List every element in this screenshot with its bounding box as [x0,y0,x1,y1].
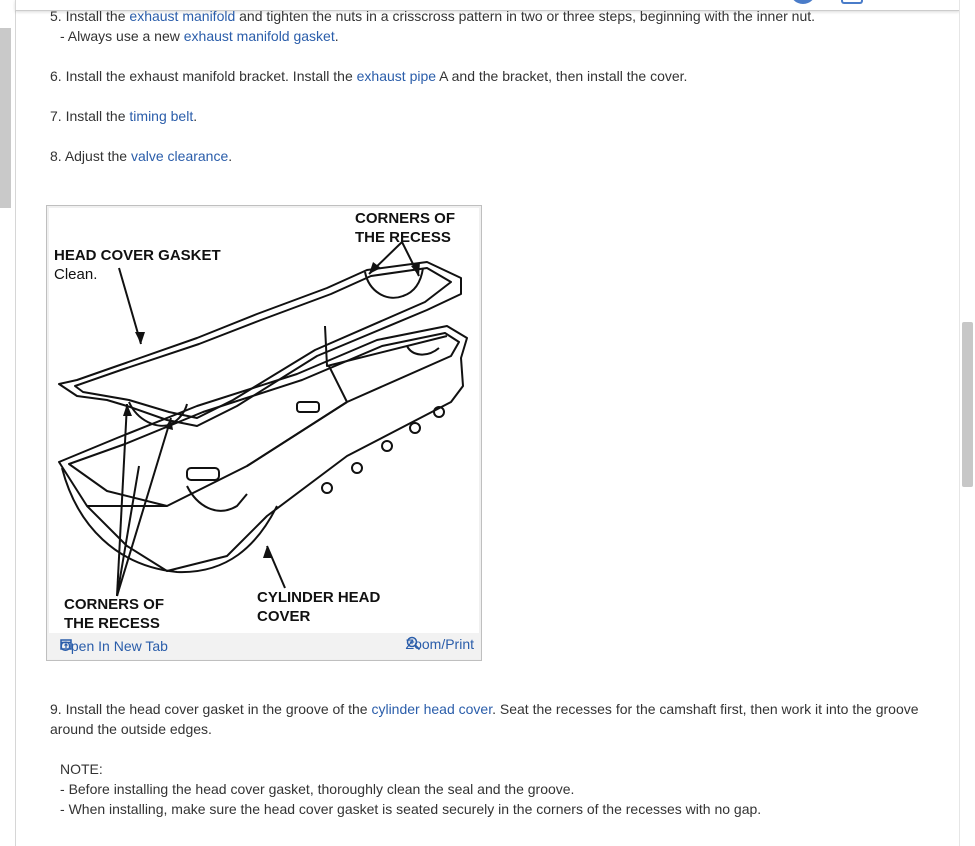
step-6: 6. Install the exhaust manifold bracket.… [50,68,688,84]
step-9: 9. Install the head cover gasket in the … [50,701,919,737]
arrow-corners-bottom-3 [116,465,140,597]
step-7: 7. Install the timing belt. [50,108,198,124]
note-item: - Before installing the head cover gaske… [60,781,575,797]
link-exhaust-pipe[interactable]: exhaust pipe [356,68,437,84]
scrollbar-thumb[interactable] [962,322,973,487]
left-scroll-thumb[interactable] [0,28,11,208]
step-5-subitem: - Always use a new exhaust manifold gask… [60,28,339,44]
new-tab-icon [60,639,72,650]
cover-bolt [351,462,363,474]
label-cylinder-head-cover: CYLINDER HEAD COVER [257,589,381,625]
cover-depth-line [324,325,448,403]
gasket-outer [58,261,462,427]
gasket-slot [296,401,320,413]
link-timing-belt[interactable]: timing belt [129,108,194,124]
cover-curved-wall [61,467,278,574]
arrow-gasket [118,267,142,345]
note-title: NOTE: [60,761,103,777]
note-block: NOTE: - Before installing the head cover… [60,759,761,819]
label-corners-bottom: CORNERS OF THE RECESS [64,596,165,632]
arrow-corners-bottom-1 [116,403,128,597]
label-corners-top: CORNERS OF THE RECESS [355,210,456,246]
figure-toolbar: Open In New Tab Zoom/Print [48,633,480,659]
note-item: - When installing, make sure the head co… [60,801,762,817]
gasket-inner [74,267,452,419]
cover-bolt [321,482,333,494]
link-valve-clearance[interactable]: valve clearance [130,148,229,164]
zoom-print-button[interactable]: Zoom/Print [405,636,474,652]
head-cover-illustration [58,241,468,597]
step-8: 8. Adjust the valve clearance. [50,148,233,164]
cover-inner-cutout [186,485,248,512]
cover-outer-rim [58,325,468,572]
left-panel-edge [0,0,16,846]
cover-recess-right [406,345,440,356]
open-in-new-tab-button[interactable]: Open In New Tab [60,638,168,654]
top-circle-button[interactable] [790,0,816,4]
link-exhaust-manifold[interactable]: exhaust manifold [129,8,236,24]
cover-inner-rim [68,332,460,507]
gasket-recess-top [364,267,424,299]
cover-bolt [433,406,445,418]
zoom-in-icon [406,636,420,651]
cover-floor-line [87,401,348,507]
arrow-corners-bottom-2 [116,417,172,597]
step-5: 5. Install the exhaust manifold and tigh… [50,8,816,24]
top-toolbar-edge [15,0,960,11]
arrowheads [123,262,420,558]
head-cover-figure[interactable]: CORNERS OF THE RECESS HEAD COVER GASKET … [46,205,482,661]
cover-vent-slot [186,467,220,481]
link-exhaust-manifold-gasket[interactable]: exhaust manifold gasket [183,28,335,44]
label-head-cover-gasket: HEAD COVER GASKET Clean. [54,247,221,283]
cover-bolt [409,422,421,434]
cover-bolt [381,440,393,452]
tray-icon[interactable] [841,0,863,4]
link-cylinder-head-cover[interactable]: cylinder head cover [371,701,493,717]
vertical-scrollbar[interactable] [959,0,975,846]
